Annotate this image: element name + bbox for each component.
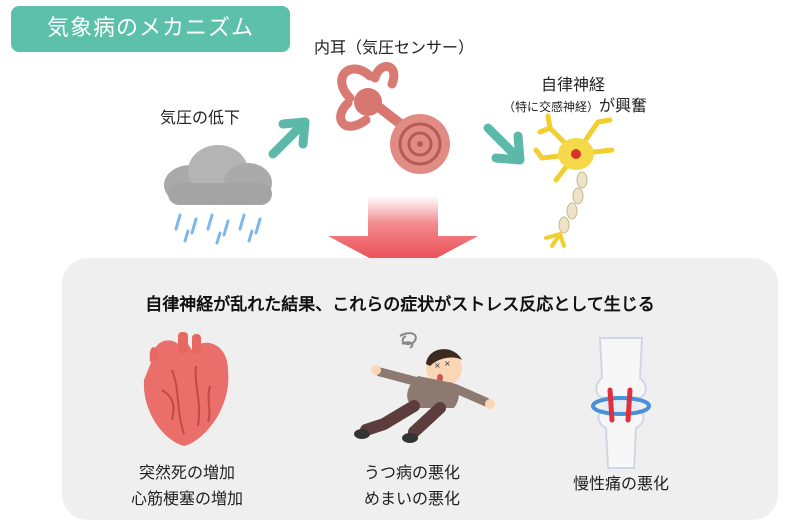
symptom-dizzy-line2: めまいの悪化	[363, 489, 460, 508]
arrow-down-right-icon	[483, 123, 525, 165]
symptom-heart-line1: 突然死の増加	[138, 463, 235, 482]
inner-ear-label: 内耳（気圧センサー）	[314, 38, 475, 57]
symptom-dizzy-line1: うつ病の悪化	[363, 463, 460, 482]
arrow-down-icon	[328, 196, 478, 276]
cloud-icon	[164, 145, 272, 205]
heart-icon	[143, 332, 229, 446]
inner-ear-icon	[336, 62, 450, 174]
svg-text:×: ×	[434, 361, 441, 370]
page-title: 気象病のメカニズム	[11, 6, 290, 52]
symptom-knee-line1: 慢性痛の悪化	[572, 474, 669, 493]
knee-joint-icon	[591, 337, 651, 469]
arrow-up-right-icon	[268, 117, 310, 159]
dizzy-person-icon: × ×	[354, 332, 495, 443]
svg-text:×: ×	[444, 359, 451, 368]
neuron-icon	[533, 113, 615, 248]
symptom-knee: 慢性痛の悪化	[556, 471, 686, 497]
excited-label: が興奮	[599, 96, 648, 115]
symptom-heart-line2: 心筋梗塞の増加	[130, 489, 243, 508]
rain-cloud-icon	[164, 145, 272, 245]
pressure-drop-label: 気圧の低下	[160, 108, 241, 127]
raindrops-icon	[174, 213, 262, 245]
symptom-heart: 突然死の増加 心筋梗塞の増加	[112, 460, 262, 512]
autonomic-sub-label: （特に交感神経）が興奮	[503, 92, 647, 116]
symptom-dizzy: うつ病の悪化 めまいの悪化	[344, 460, 480, 512]
sympathetic-label: （特に交感神経）	[503, 100, 600, 114]
result-headline: 自律神経が乱れた結果、これらの症状がストレス反応として生じる	[145, 295, 655, 315]
autonomic-title-label: 自律神経	[541, 75, 606, 94]
